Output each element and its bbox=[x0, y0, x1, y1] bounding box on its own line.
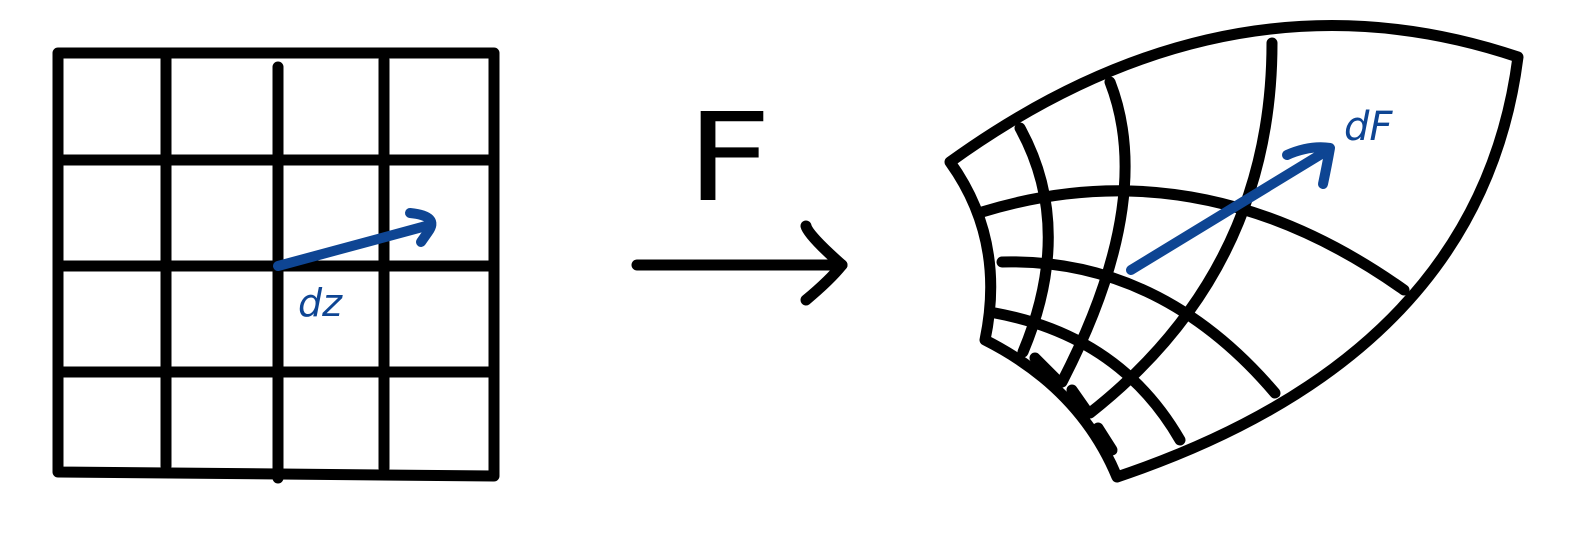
map-arrow bbox=[631, 220, 848, 306]
image-grid bbox=[944, 20, 1524, 483]
domain-grid-outline bbox=[52, 47, 500, 482]
image-grid-radial-1 bbox=[1014, 122, 1054, 358]
image-grid-radial-3 bbox=[1084, 37, 1278, 419]
image-grid-tick-2 bbox=[1066, 384, 1092, 416]
map-label: F bbox=[686, 87, 772, 229]
df-vector-head bbox=[1282, 142, 1335, 189]
dz-vector bbox=[273, 208, 437, 271]
dz-label: dz bbox=[298, 281, 343, 325]
dz-vector-head bbox=[405, 208, 437, 247]
image-grid-tick-3 bbox=[1092, 422, 1118, 456]
image-grid-tick-1 bbox=[1029, 352, 1061, 384]
image-grid-outline bbox=[944, 20, 1524, 483]
image-grid-radial-2 bbox=[1056, 76, 1131, 388]
df-label: dF bbox=[1344, 104, 1393, 150]
df-vector bbox=[1126, 142, 1335, 275]
map-arrow-head bbox=[800, 220, 848, 306]
df-vector-shaft bbox=[1126, 145, 1333, 275]
image-grid-arc-3 bbox=[989, 307, 1186, 446]
dz-vector-shaft bbox=[273, 221, 431, 271]
